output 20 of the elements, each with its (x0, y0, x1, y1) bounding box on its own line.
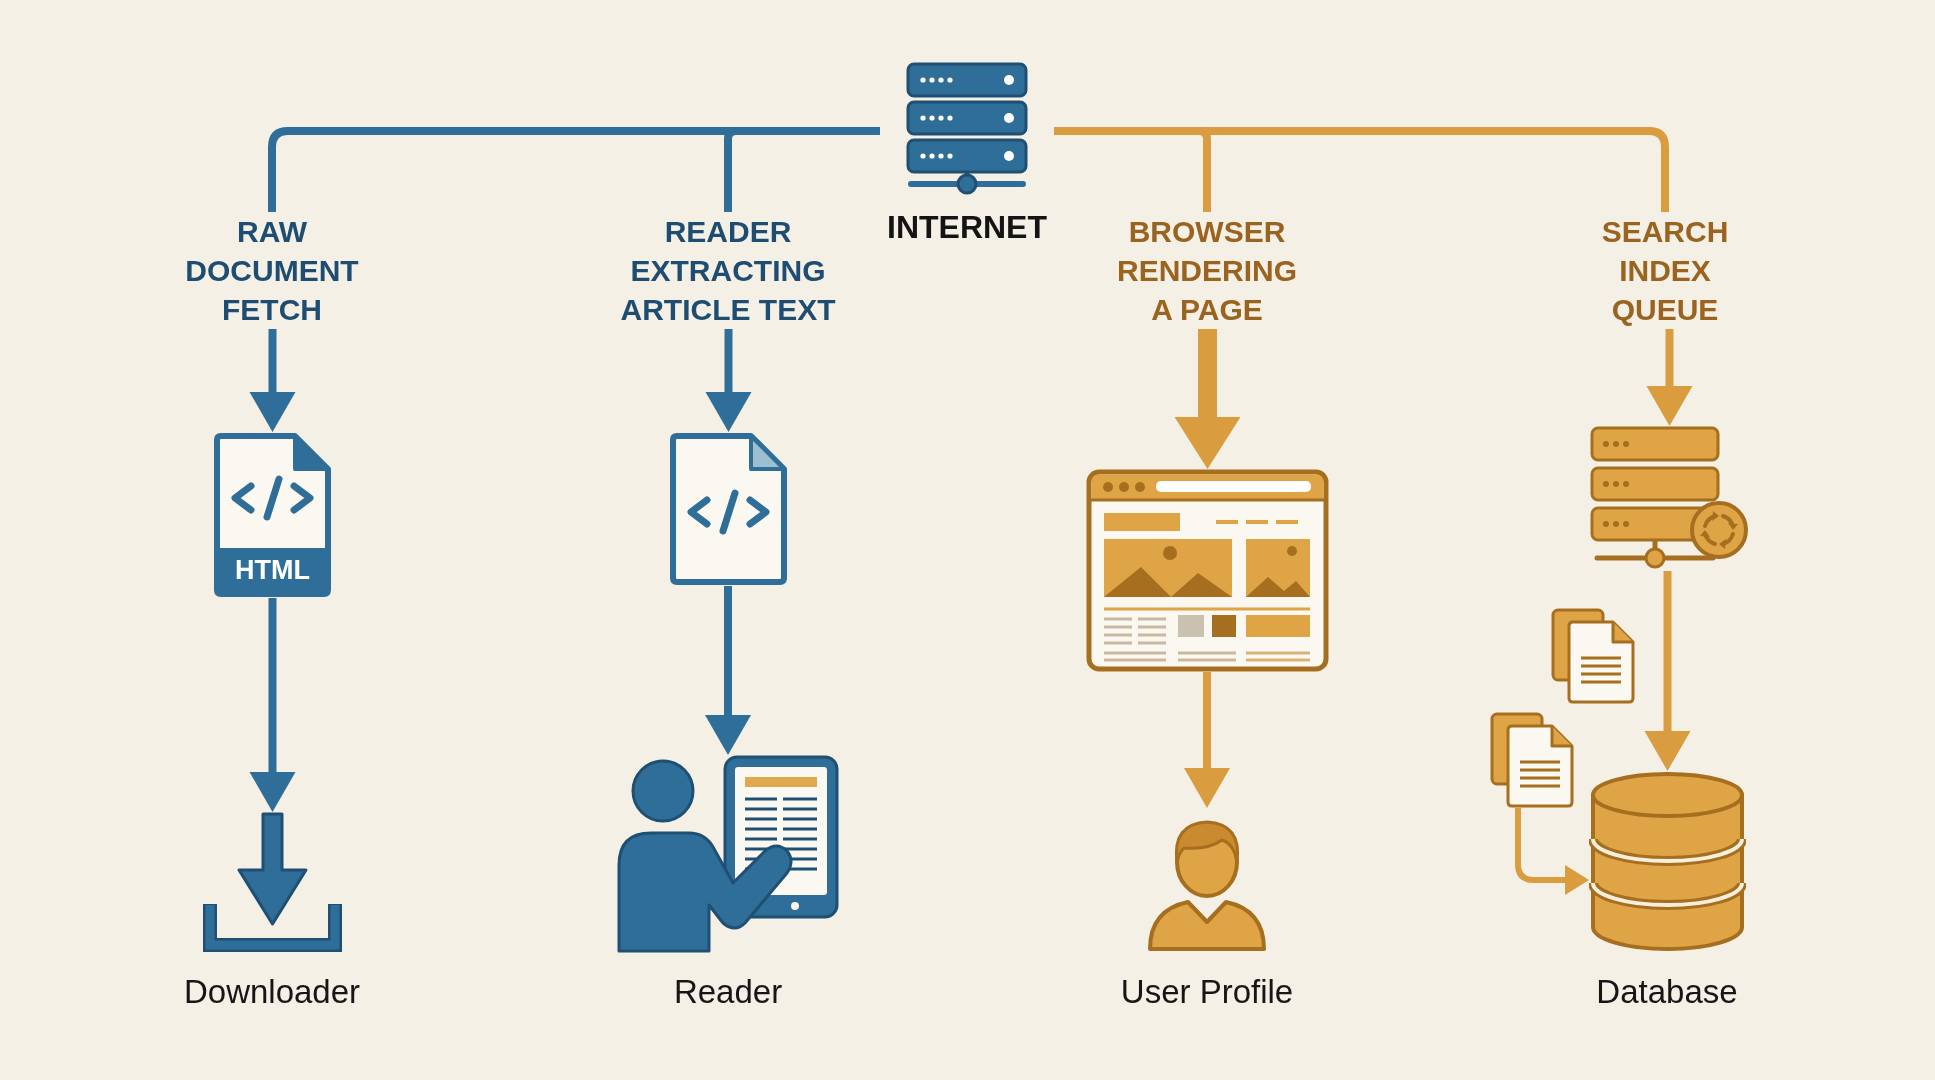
stage-label: READER EXTRACTING ARTICLE TEXT (608, 212, 848, 329)
file-type-label: HTML (235, 554, 310, 587)
stage-label: RAW DOCUMENT FETCH (167, 212, 377, 329)
stage-label: BROWSER RENDERING A PAGE (1107, 212, 1307, 329)
stage-label: SEARCH INDEX QUEUE (1570, 212, 1760, 329)
database-icon (1589, 771, 1746, 953)
server-sync-icon (1589, 426, 1750, 571)
node-caption: Downloader (183, 972, 361, 1012)
code-file-icon (669, 432, 788, 586)
node-label: INTERNET (887, 208, 1047, 246)
browser-window-icon (1086, 469, 1329, 672)
arrow (1515, 808, 1589, 895)
person-with-tablet-icon (617, 755, 839, 953)
documents-icon (1551, 608, 1635, 704)
node-caption: Database (1596, 972, 1738, 1012)
arrow (1174, 329, 1241, 469)
node-caption: User Profile (1120, 972, 1294, 1012)
documents-icon (1490, 712, 1574, 808)
download-icon (202, 812, 343, 953)
node-caption: Reader (673, 972, 783, 1012)
